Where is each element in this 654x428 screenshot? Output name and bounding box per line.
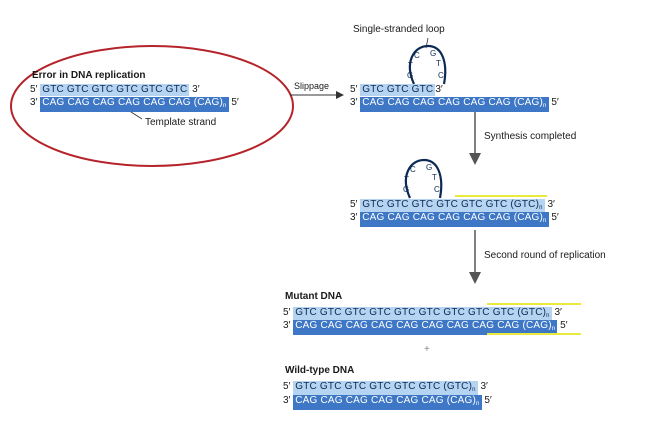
strand-sequence: GTC GTC GTC bbox=[360, 84, 436, 96]
step1-bottom-strand: 3′ CAG CAG CAG CAG CAG CAG (CAG)n 5′ bbox=[350, 97, 559, 112]
wildtype-bottom-strand: 3′ CAG CAG CAG CAG CAG CAG (CAG)n 5′ bbox=[283, 395, 492, 410]
mutant-top-highlight bbox=[487, 303, 581, 305]
prime-label: 3′ bbox=[283, 395, 291, 406]
wildtype-title: Wild-type DNA bbox=[285, 365, 355, 376]
single-stranded-loop-1 bbox=[408, 44, 447, 85]
slippage-label: Slippage bbox=[294, 81, 330, 91]
prime-label: 3′ bbox=[283, 320, 291, 331]
sequence-text: CAG CAG CAG CAG CAG CAG (CAG) bbox=[42, 97, 224, 108]
loop-letter: C bbox=[410, 165, 416, 174]
strand-sequence: GTC GTC GTC GTC GTC GTC (GTC)n bbox=[293, 381, 478, 396]
error-title: Error in DNA replication bbox=[32, 70, 146, 81]
prime-label: 5′ bbox=[283, 307, 291, 318]
strand-sequence: CAG CAG CAG CAG CAG CAG (CAG)n bbox=[360, 97, 549, 112]
loop-letter: G bbox=[407, 71, 414, 80]
repeat-subscript: n bbox=[223, 103, 227, 109]
strand-sequence: CAG CAG CAG CAG CAG CAG (CAG)n bbox=[293, 395, 482, 410]
repeat-subscript: n bbox=[472, 387, 476, 393]
sequence-text: CAG CAG CAG CAG CAG CAG (CAG) bbox=[295, 395, 477, 406]
loop-letter: T bbox=[436, 59, 441, 68]
newly-synthesized-highlight bbox=[455, 195, 547, 197]
strand-sequence: GTC GTC GTC GTC GTC GTC GTC GTC GTC (GTC… bbox=[293, 307, 552, 322]
single-stranded-loop-2 bbox=[404, 158, 443, 199]
prime-label: 3′ bbox=[350, 212, 358, 223]
synthesis-label: Synthesis completed bbox=[484, 131, 577, 142]
error-bottom-strand: 3′ CAG CAG CAG CAG CAG CAG (CAG)n 5′ bbox=[30, 97, 239, 112]
mutant-top-strand: 5′ GTC GTC GTC GTC GTC GTC GTC GTC GTC (… bbox=[283, 307, 562, 322]
step2-top-strand: 5′ GTC GTC GTC GTC GTC GTC (GTC)n 3′ bbox=[350, 199, 555, 214]
mutant-bottom-highlight bbox=[487, 333, 581, 335]
prime-label: 5′ bbox=[350, 84, 358, 95]
loop-letter: T bbox=[432, 173, 437, 182]
repeat-subscript: n bbox=[546, 313, 550, 319]
strand-sequence: CAG CAG CAG CAG CAG CAG CAG CAG CAG (CAG… bbox=[293, 320, 558, 335]
sequence-text: CAG CAG CAG CAG CAG CAG CAG CAG CAG (CAG… bbox=[295, 320, 552, 331]
error-top-strand: 5′ GTC GTC GTC GTC GTC GTC 3′ bbox=[30, 84, 200, 96]
loop-letter: T bbox=[408, 61, 413, 70]
prime-label: 5′ bbox=[551, 97, 559, 108]
second-round-label: Second round of replication bbox=[484, 250, 606, 261]
loop-letter: G bbox=[426, 163, 433, 172]
prime-label: 5′ bbox=[231, 97, 239, 108]
prime-label: 3′ bbox=[30, 97, 38, 108]
plus-sign: + bbox=[424, 344, 430, 355]
strand-sequence: GTC GTC GTC GTC GTC GTC bbox=[40, 84, 190, 96]
prime-label: 5′ bbox=[560, 320, 568, 331]
prime-label: 5′ bbox=[551, 212, 559, 223]
repeat-subscript: n bbox=[543, 103, 547, 109]
repeat-subscript: n bbox=[543, 218, 547, 224]
synthesis-arrowhead bbox=[469, 153, 481, 165]
loop-letter: G bbox=[430, 49, 437, 58]
prime-label: 5′ bbox=[484, 395, 492, 406]
prime-label: 3′ bbox=[435, 84, 443, 95]
prime-label: 3′ bbox=[547, 199, 555, 210]
prime-label: 5′ bbox=[30, 84, 38, 95]
repeat-subscript: n bbox=[476, 401, 480, 407]
loop-letter: C bbox=[434, 185, 440, 194]
prime-label: 3′ bbox=[192, 84, 200, 95]
wildtype-top-strand: 5′ GTC GTC GTC GTC GTC GTC (GTC)n 3′ bbox=[283, 381, 488, 396]
slippage-arrowhead bbox=[336, 91, 344, 99]
loop-letter: C bbox=[438, 71, 444, 80]
strand-sequence: GTC GTC GTC GTC GTC GTC (GTC)n bbox=[360, 199, 545, 214]
sequence-text: GTC GTC GTC GTC GTC GTC (GTC) bbox=[295, 381, 473, 392]
prime-label: 3′ bbox=[350, 97, 358, 108]
strand-sequence: CAG CAG CAG CAG CAG CAG (CAG)n bbox=[360, 212, 549, 227]
second-round-arrowhead bbox=[469, 272, 481, 284]
loop-letter: T bbox=[404, 175, 409, 184]
loop-letter: G bbox=[403, 185, 410, 194]
mutant-title: Mutant DNA bbox=[285, 291, 343, 302]
sequence-text: CAG CAG CAG CAG CAG CAG (CAG) bbox=[362, 97, 544, 108]
sequence-text: GTC GTC GTC GTC GTC GTC (GTC) bbox=[362, 199, 540, 210]
error-highlight-circle bbox=[10, 45, 294, 167]
prime-label: 3′ bbox=[480, 381, 488, 392]
step2-bottom-strand: 3′ CAG CAG CAG CAG CAG CAG (CAG)n 5′ bbox=[350, 212, 559, 227]
loop-label: Single-stranded loop bbox=[353, 24, 445, 35]
repeat-subscript: n bbox=[551, 326, 556, 332]
template-strand-label: Template strand bbox=[145, 117, 217, 128]
prime-label: 5′ bbox=[283, 381, 291, 392]
prime-label: 5′ bbox=[350, 199, 358, 210]
repeat-subscript: n bbox=[539, 205, 543, 211]
prime-label: 3′ bbox=[554, 307, 562, 318]
mutant-bottom-strand: 3′ CAG CAG CAG CAG CAG CAG CAG CAG CAG (… bbox=[283, 320, 568, 335]
loop-letter: C bbox=[414, 51, 420, 60]
sequence-text: CAG CAG CAG CAG CAG CAG (CAG) bbox=[362, 212, 544, 223]
sequence-text: GTC GTC GTC GTC GTC GTC GTC GTC GTC (GTC… bbox=[295, 307, 547, 318]
strand-sequence: CAG CAG CAG CAG CAG CAG (CAG)n bbox=[40, 97, 229, 112]
